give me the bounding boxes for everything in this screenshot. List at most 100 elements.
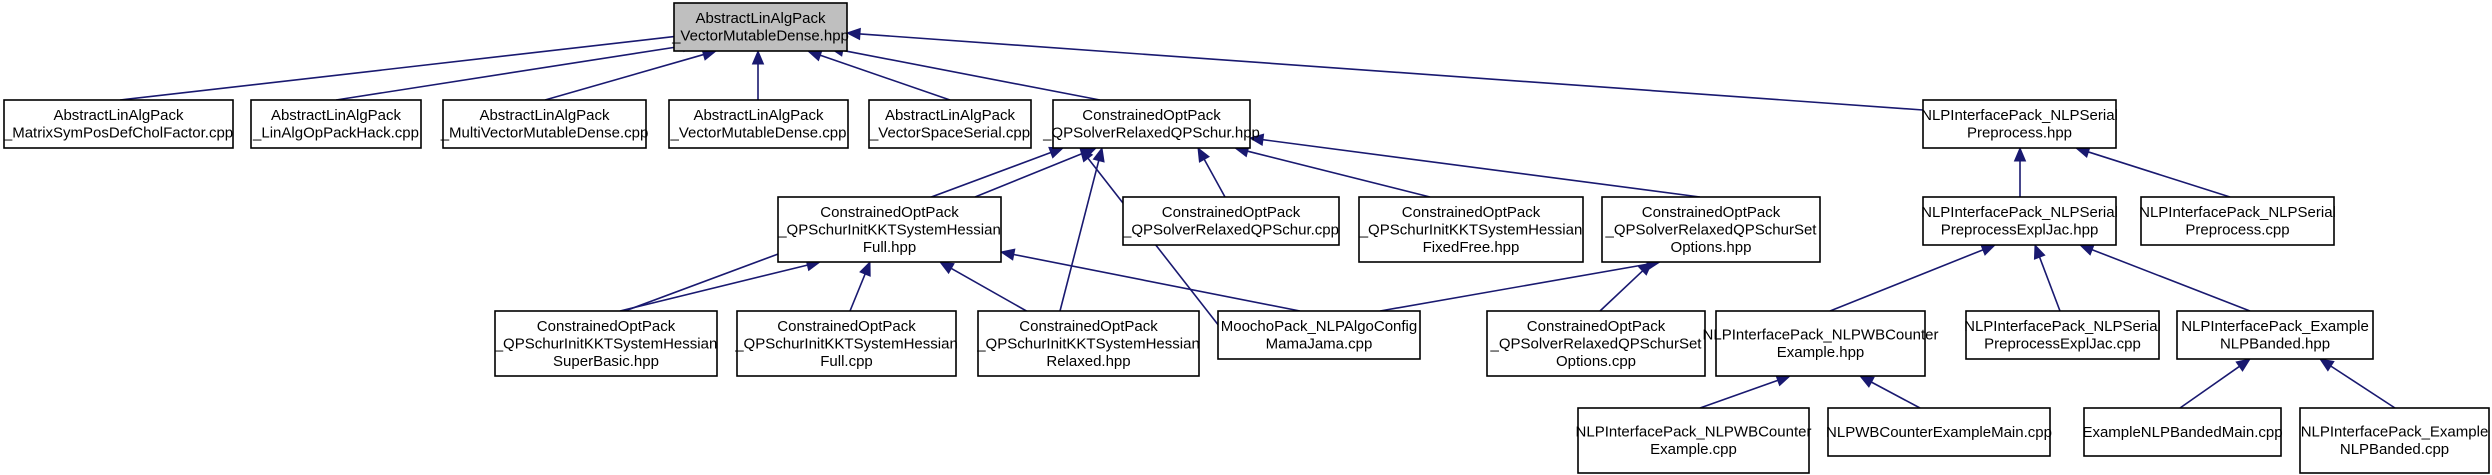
node-label-line: AbstractLinAlgPack: [693, 107, 824, 124]
file-node[interactable]: AbstractLinAlgPack_VectorMutableDense.cp…: [668, 99, 849, 149]
dependency-edge: [2033, 243, 2061, 312]
node-label-line: Options.cpp: [1556, 353, 1636, 370]
node-label-line: Full.hpp: [863, 239, 916, 256]
file-node[interactable]: NLPInterfacePack_NLPSerialPreprocessExpl…: [1964, 310, 2161, 360]
dependency-edge: [2013, 146, 2027, 197]
node-label-line: Example.cpp: [1650, 441, 1737, 458]
node-label-line: AbstractLinAlgPack: [53, 107, 184, 124]
node-label-line: ConstrainedOptPack: [1082, 107, 1221, 124]
graph-edges: [119, 27, 2396, 409]
file-node[interactable]: ConstrainedOptPack_QPSchurInitKKTSystemH…: [976, 310, 1200, 377]
file-node[interactable]: AbstractLinAlgPack_MultiVectorMutableDen…: [440, 99, 649, 149]
file-node[interactable]: NLPWBCounterExampleMain.cpp: [1826, 407, 2052, 457]
edge-arrowhead: [2013, 146, 2027, 162]
node-label-line: ConstrainedOptPack: [1642, 204, 1781, 221]
node-label-line: AbstractLinAlgPack: [271, 107, 402, 124]
file-node[interactable]: NLPInterfacePack_ExampleNLPBanded.hpp: [2176, 310, 2374, 360]
dependency-edge: [1829, 244, 1997, 312]
graph-nodes: AbstractLinAlgPack _VectorMutableDense.hp…: [3, 2, 2490, 474]
file-node[interactable]: ConstrainedOptPack_QPSchurInitKKTSystemH…: [734, 310, 958, 377]
node-label-line: NLPWBCounterExampleMain.cpp: [1826, 424, 2052, 441]
node-label-line: FixedFree.hpp: [1423, 239, 1520, 256]
dependency-edge: [1379, 258, 1662, 312]
node-box: [3, 99, 234, 149]
edge-line: [544, 53, 704, 101]
file-node[interactable]: AbstractLinAlgPack_MatrixSymPosDefCholFa…: [3, 99, 234, 149]
file-node[interactable]: ConstrainedOptPack_QPSolverRelaxedQPSchu…: [1042, 99, 1260, 149]
node-label-line: _QPSchurInitKKTSystemHessian: [734, 335, 958, 352]
node-label-line: NLPInterfacePack_Example: [2301, 424, 2489, 441]
node-label-line: _QPSchurInitKKTSystemHessian: [494, 335, 718, 352]
file-node[interactable]: NLPInterfacePack_NLPWBCounterExample.hpp: [1703, 310, 1939, 377]
file-node[interactable]: NLPInterfacePack_NLPWBCounterExample.cpp: [1576, 407, 1812, 474]
file-node[interactable]: AbstractLinAlgPack_LinAlgOpPackHack.cpp: [250, 99, 422, 149]
file-node[interactable]: ConstrainedOptPack_QPSolverRelaxedQPSchu…: [1122, 196, 1340, 246]
node-box: [1965, 310, 2160, 360]
edge-arrowhead: [1197, 146, 1210, 163]
node-label-line: ExampleNLPBandedMain.cpp: [2082, 424, 2282, 441]
node-box: [868, 99, 1032, 149]
file-node[interactable]: ConstrainedOptPack_QPSolverRelaxedQPSchu…: [1486, 310, 1706, 377]
node-label-line: MoochoPack_NLPAlgoConfig: [1221, 318, 1418, 335]
node-label-line: Full.cpp: [820, 353, 873, 370]
file-node[interactable]: AbstractLinAlgPack_VectorSpaceSerial.cpp: [868, 99, 1032, 149]
file-node[interactable]: ConstrainedOptPack_QPSchurInitKKTSystemH…: [494, 310, 718, 377]
node-label-line: ConstrainedOptPack: [820, 204, 959, 221]
dependency-edge: [751, 49, 765, 100]
edge-line: [2330, 365, 2396, 409]
dependency-edge: [1233, 145, 1431, 198]
node-box: [1601, 196, 1821, 263]
file-node[interactable]: ConstrainedOptPack_QPSolverRelaxedQPSchu…: [1601, 196, 1821, 263]
dependency-edge: [1197, 146, 1226, 198]
edge-line: [1059, 160, 1100, 312]
node-label-line: AbstractLinAlgPack: [479, 107, 610, 124]
file-node[interactable]: NLPInterfacePack_ExampleNLPBanded.cpp: [2299, 407, 2490, 474]
node-label-line: NLPInterfacePack_NLPSerial: [1964, 318, 2161, 335]
edge-line: [335, 45, 684, 101]
node-box: [1577, 407, 1810, 474]
edge-line: [1013, 253, 1301, 312]
edge-arrowhead: [859, 260, 871, 277]
node-label-line: _QPSolverRelaxedQPSchurSet: [1605, 221, 1818, 238]
node-label-line: NLPInterfacePack_Example: [2181, 318, 2369, 335]
node-label-line: _MatrixSymPosDefCholFactor.cpp: [3, 125, 233, 142]
edge-line: [2088, 151, 2231, 198]
dependency-edge: [845, 27, 1924, 111]
file-node[interactable]: ConstrainedOptPack_QPSchurInitKKTSystemH…: [1358, 196, 1584, 263]
node-label-line: _VectorMutableDense.hpp: [671, 28, 849, 45]
edge-line: [1262, 138, 1701, 198]
node-box: [673, 2, 848, 52]
edge-line: [859, 33, 1924, 111]
edge-arrowhead: [999, 248, 1016, 261]
node-label-line: ConstrainedOptPack: [1527, 318, 1666, 335]
file-node[interactable]: ConstrainedOptPack_QPSchurInitKKTSystemH…: [777, 196, 1002, 263]
node-label-line: NLPInterfacePack_NLPWBCounter: [1703, 327, 1939, 344]
edge-line: [842, 49, 1101, 101]
node-label-line: PreprocessExplJac.hpp: [1941, 222, 2099, 239]
edge-line: [619, 264, 808, 312]
dependency-edge: [1858, 375, 1921, 409]
node-label-line: ConstrainedOptPack: [537, 318, 676, 335]
dependency-edge: [806, 49, 951, 101]
node-label-line: MamaJama.cpp: [1266, 336, 1373, 353]
node-box: [1486, 310, 1706, 377]
node-box: [668, 99, 849, 149]
edge-arrowhead: [2033, 243, 2046, 260]
node-label-line: AbstractLinAlgPack: [885, 107, 1016, 124]
edge-line: [1599, 270, 1644, 312]
node-label-line: SuperBasic.hpp: [553, 353, 659, 370]
edge-arrowhead: [2235, 358, 2252, 372]
node-box: [1052, 99, 1251, 149]
node-label-line: _QPSchurInitKKTSystemHessian: [777, 221, 1001, 238]
file-node[interactable]: NLPInterfacePack_NLPSerialPreprocessExpl…: [1921, 196, 2118, 246]
edge-line: [2179, 365, 2240, 409]
file-node[interactable]: ExampleNLPBandedMain.cpp: [2082, 407, 2283, 457]
node-box: [1358, 196, 1584, 263]
dependency-edge: [335, 39, 698, 101]
edge-arrowhead: [2078, 244, 2095, 256]
node-label-line: _QPSchurInitKKTSystemHessian: [1359, 221, 1583, 238]
